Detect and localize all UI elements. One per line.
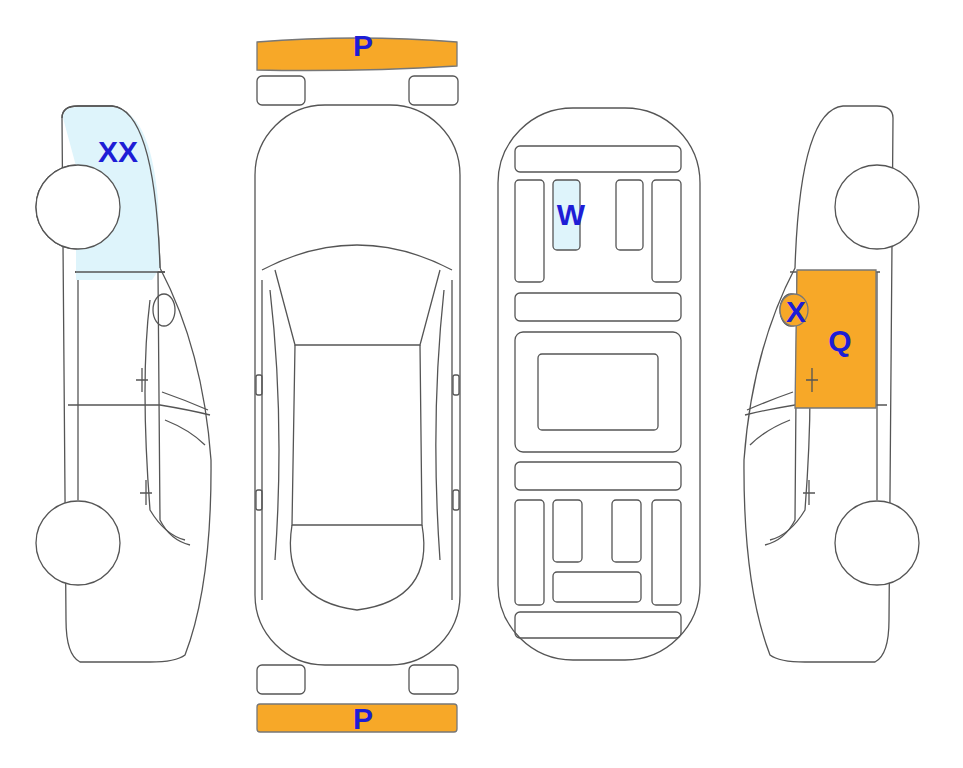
damage-code: XX [98, 137, 138, 167]
damage-code: Q [828, 326, 851, 356]
damage-code: P [353, 31, 373, 61]
damage-code: P [353, 704, 373, 734]
damage-code: W [557, 200, 585, 230]
damage-code: X [786, 297, 806, 327]
